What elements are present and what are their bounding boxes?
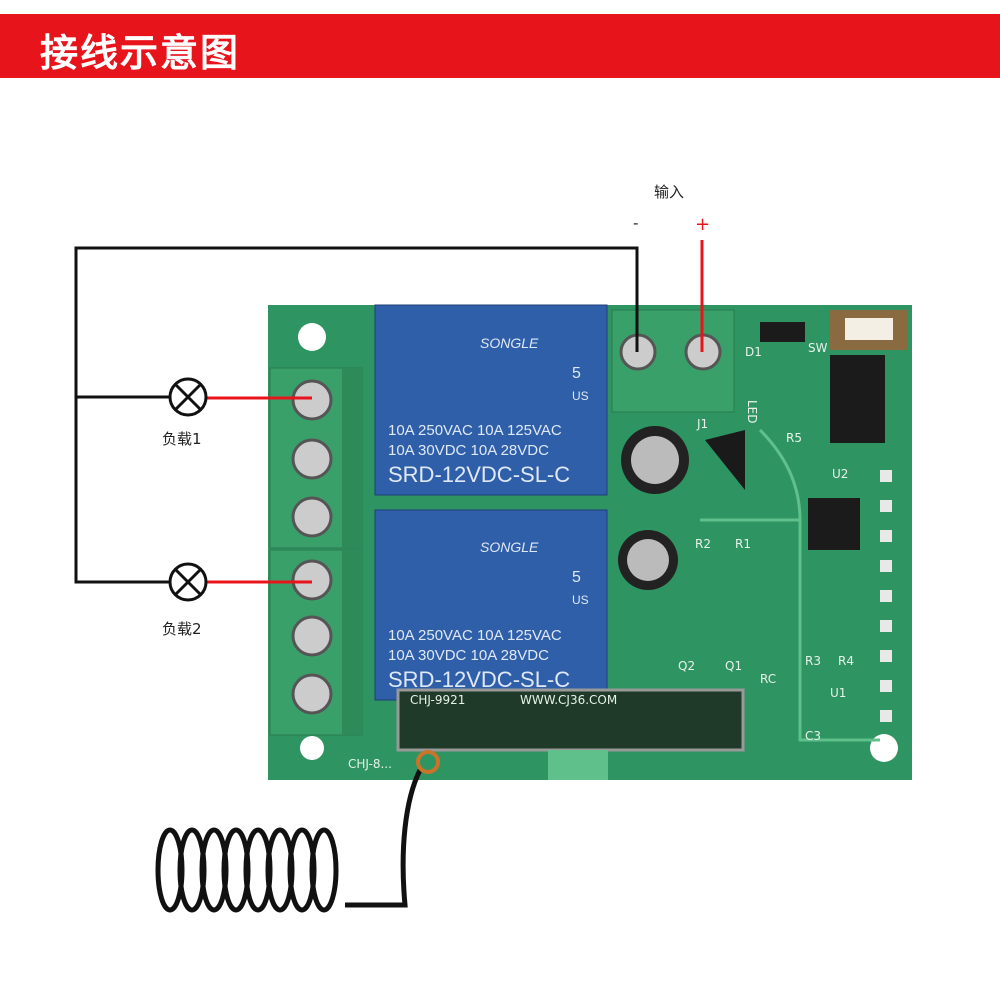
load-terminal-block-1 [269, 367, 363, 549]
rf-receiver-module [396, 688, 745, 752]
relay-1: SONGLE 5 US 10A 250VAC 10A 125VAC 10A 30… [374, 304, 608, 496]
svg-text:D1: D1 [745, 345, 762, 359]
screw-icon [291, 496, 333, 538]
mount-hole [870, 734, 898, 762]
svg-text:SRD-12VDC-SL-C: SRD-12VDC-SL-C [388, 462, 570, 487]
svg-text:R5: R5 [786, 431, 802, 445]
svg-text:R1: R1 [735, 537, 751, 551]
svg-text:10A 250VAC 10A 125VAC: 10A 250VAC 10A 125VAC [388, 422, 562, 439]
antenna-coil [155, 768, 423, 913]
load1-label: 负载1 [162, 430, 202, 448]
svg-text:C3: C3 [805, 729, 821, 743]
load2-label: 负载2 [162, 620, 202, 638]
svg-text:10A 30VDC 10A 28VDC: 10A 30VDC 10A 28VDC [388, 647, 549, 664]
svg-text:J1: J1 [696, 417, 708, 431]
load-terminal-block-2 [269, 549, 363, 736]
svg-text:R3: R3 [805, 654, 821, 668]
input-plus-label: + [695, 214, 711, 235]
screw-icon [291, 559, 333, 601]
screw-icon [291, 615, 333, 657]
lamp-icon [168, 562, 208, 602]
svg-text:US: US [572, 593, 589, 607]
header-banner: 接线示意图 [0, 14, 1000, 78]
svg-text:US: US [572, 389, 589, 403]
transistor [705, 430, 745, 490]
screw-icon [291, 379, 333, 421]
svg-text:SW: SW [808, 341, 828, 355]
svg-text:CHJ-8...: CHJ-8... [348, 757, 392, 771]
chip-encoder [830, 355, 885, 443]
svg-text:Q2: Q2 [678, 659, 695, 673]
svg-text:U2: U2 [832, 467, 848, 481]
input-minus-label: - [633, 214, 639, 232]
svg-text:LED: LED [745, 400, 759, 424]
input-terminal-j1 [611, 309, 735, 413]
svg-text:CHJ-9921: CHJ-9921 [410, 693, 465, 707]
relay-2: SONGLE 5 US 10A 250VAC 10A 125VAC 10A 30… [374, 509, 608, 701]
lamp-icon [168, 377, 208, 417]
screw-icon [291, 673, 333, 715]
screw-icon [291, 438, 333, 480]
mount-hole [298, 323, 326, 351]
svg-text:SONGLE: SONGLE [480, 539, 539, 555]
input-label: 输入 [654, 183, 685, 201]
svg-text:U1: U1 [830, 686, 846, 700]
svg-text:SONGLE: SONGLE [480, 335, 539, 351]
svg-text:5: 5 [572, 569, 581, 586]
svg-text:10A 30VDC 10A 28VDC: 10A 30VDC 10A 28VDC [388, 442, 549, 459]
svg-text:SRD-12VDC-SL-C: SRD-12VDC-SL-C [388, 667, 570, 692]
svg-text:10A 250VAC 10A 125VAC: 10A 250VAC 10A 125VAC [388, 627, 562, 644]
svg-text:RC: RC [760, 672, 776, 686]
svg-text:WWW.CJ36.COM: WWW.CJ36.COM [520, 693, 617, 707]
svg-text:R2: R2 [695, 537, 711, 551]
wire-negative [74, 246, 639, 584]
svg-text:5: 5 [572, 365, 581, 382]
mount-hole [300, 736, 324, 760]
diode-d1 [760, 322, 805, 342]
svg-text:R4: R4 [838, 654, 854, 668]
chip-u2 [808, 498, 860, 550]
svg-text:Q1: Q1 [725, 659, 742, 673]
page-title: 接线示意图 [40, 31, 241, 75]
